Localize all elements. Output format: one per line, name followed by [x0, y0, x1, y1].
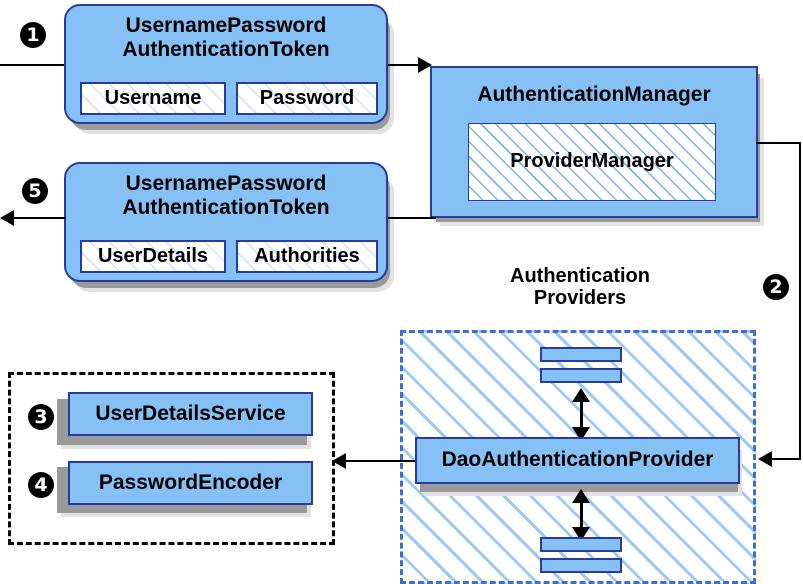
badge-5: 5: [22, 178, 48, 204]
response-outbound-line: [14, 217, 66, 219]
supporting-services-container: [8, 372, 335, 545]
authentication-manager-box: AuthenticationManager ProviderManager: [430, 66, 758, 218]
passwordencoder-box: PasswordEncoder: [68, 461, 313, 505]
badge-1: 1: [20, 22, 46, 48]
request-field-username: Username: [80, 82, 226, 115]
manager-to-provider-line-top: [756, 142, 801, 144]
provider-to-services-line: [345, 460, 415, 462]
dao-authentication-provider-box: DaoAuthenticationProvider: [415, 437, 740, 484]
badge-4: 4: [28, 472, 54, 498]
provider-link-top-line: [580, 395, 583, 433]
provider-link-bottom-line: [580, 495, 583, 533]
manager-to-provider-line-vertical: [799, 142, 801, 460]
authentication-providers-heading: Authentication Providers: [510, 265, 650, 310]
other-provider-bottom-1: [540, 537, 622, 552]
manager-to-response-line: [388, 217, 436, 219]
response-outbound-arrowhead: [0, 210, 14, 226]
response-field-userdetails: UserDetails: [80, 240, 226, 273]
provider-to-services-arrowhead: [332, 453, 346, 469]
provider-manager-box: ProviderManager: [468, 123, 716, 201]
provider-link-top-arrow-up: [572, 388, 590, 402]
other-provider-top-2: [540, 368, 622, 383]
manager-to-provider-line-bottom: [770, 458, 801, 460]
badge-3: 3: [28, 404, 54, 430]
userdetailsservice-box: UserDetailsService: [68, 392, 313, 436]
request-field-password: Password: [236, 82, 378, 115]
request-to-manager-arrowhead: [418, 57, 432, 73]
request-to-manager-line: [388, 64, 422, 66]
request-token-title: UsernamePassword AuthenticationToken: [122, 14, 330, 62]
response-token-box: UsernamePassword AuthenticationToken Use…: [64, 162, 388, 282]
other-provider-bottom-2: [540, 558, 622, 573]
authentication-manager-label: AuthenticationManager: [477, 83, 711, 106]
badge-2: 2: [763, 274, 789, 300]
response-field-authorities: Authorities: [236, 240, 378, 273]
other-provider-top-1: [540, 347, 622, 362]
manager-to-provider-arrowhead: [758, 451, 772, 467]
response-token-title: UsernamePassword AuthenticationToken: [122, 172, 330, 220]
request-token-box: UsernamePassword AuthenticationToken Use…: [64, 4, 388, 124]
provider-link-bottom-arrow-up: [572, 489, 590, 503]
